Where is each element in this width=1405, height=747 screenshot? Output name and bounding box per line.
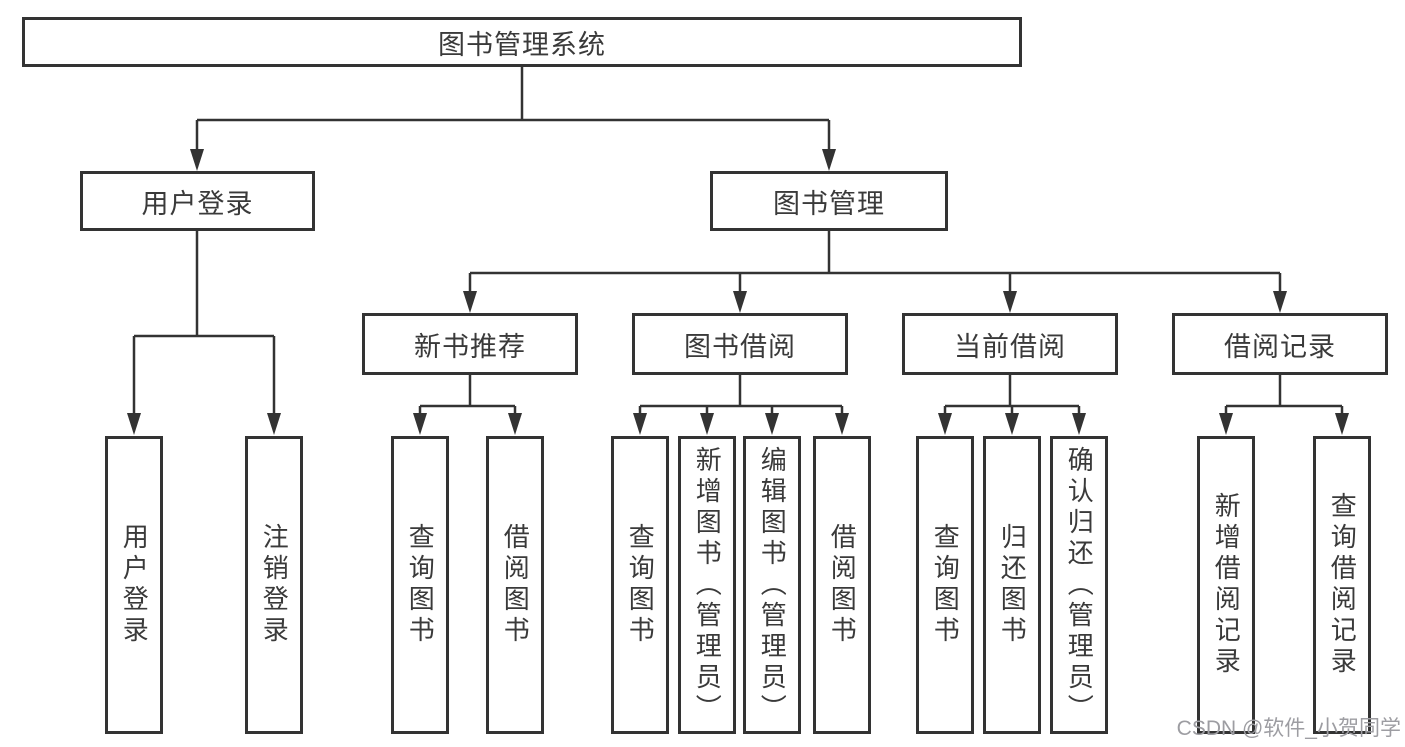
leaf-confirm-return-admin: 确认归还（管理员） bbox=[1050, 436, 1108, 734]
leaf-edit-books-admin: 编辑图书（管理员） bbox=[743, 436, 801, 734]
leaf-logout: 注销登录 bbox=[245, 436, 303, 734]
leaf-query-borrow-record: 查询借阅记录 bbox=[1313, 436, 1371, 734]
node-user-login-branch: 用户登录 bbox=[80, 171, 315, 231]
leaf-add-borrow-record: 新增借阅记录 bbox=[1197, 436, 1255, 734]
leaf-return-books: 归还图书 bbox=[983, 436, 1041, 734]
leaf-query-books-borrow: 查询图书 bbox=[611, 436, 669, 734]
leaf-user-login: 用户登录 bbox=[105, 436, 163, 734]
node-borrow-records: 借阅记录 bbox=[1172, 313, 1388, 375]
leaf-borrow-books-recommend: 借阅图书 bbox=[486, 436, 544, 734]
leaf-query-books-current: 查询图书 bbox=[916, 436, 974, 734]
leaf-borrow-books: 借阅图书 bbox=[813, 436, 871, 734]
node-new-book-recommend: 新书推荐 bbox=[362, 313, 578, 375]
node-book-borrow: 图书借阅 bbox=[632, 313, 848, 375]
edge-lines bbox=[132, 67, 1344, 414]
leaf-add-books-admin: 新增图书（管理员） bbox=[678, 436, 736, 734]
node-book-management-branch: 图书管理 bbox=[710, 171, 948, 231]
node-root-system: 图书管理系统 bbox=[22, 17, 1022, 67]
leaf-query-books-recommend: 查询图书 bbox=[391, 436, 449, 734]
node-current-borrow: 当前借阅 bbox=[902, 313, 1118, 375]
edge-arrowheads bbox=[127, 149, 1349, 435]
csdn-watermark: CSDN @软件_小贺同学 bbox=[1176, 717, 1401, 740]
